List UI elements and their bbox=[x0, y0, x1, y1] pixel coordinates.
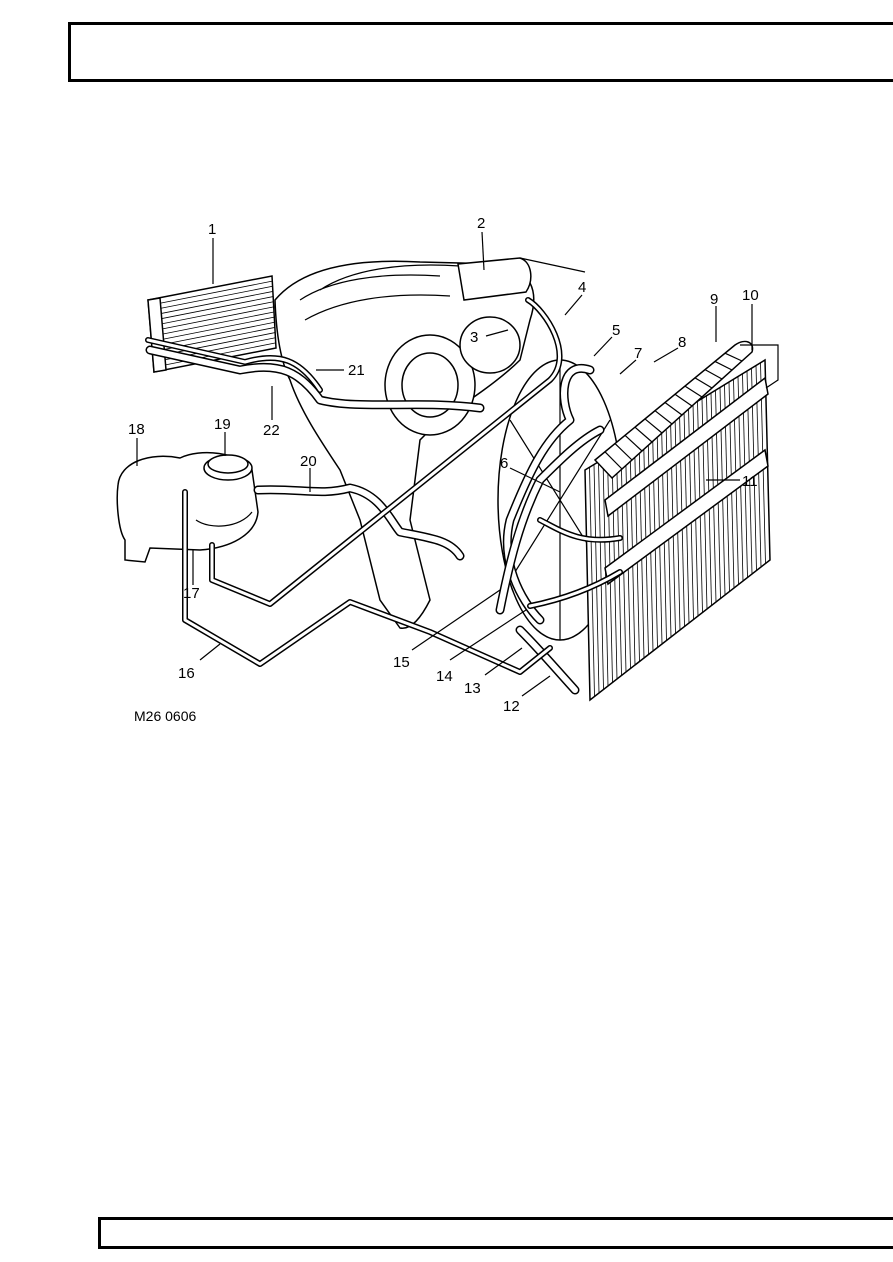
callout-22: 22 bbox=[263, 422, 280, 439]
radiator-top-tank bbox=[593, 340, 754, 480]
callout-10: 10 bbox=[742, 287, 759, 304]
pipes bbox=[145, 297, 623, 675]
callout-labels: 1 2 3 4 5 6 7 8 9 10 11 12 13 14 15 16 1… bbox=[128, 215, 759, 715]
callout-18: 18 bbox=[128, 421, 145, 438]
callout-9: 9 bbox=[710, 291, 718, 308]
leader-lines bbox=[136, 231, 753, 697]
callout-4: 4 bbox=[578, 279, 586, 296]
callout-17: 17 bbox=[183, 585, 200, 602]
callout-15: 15 bbox=[393, 654, 410, 671]
callout-14: 14 bbox=[436, 668, 453, 685]
cooler-bars bbox=[604, 344, 779, 586]
callout-13: 13 bbox=[464, 680, 481, 697]
callout-7: 7 bbox=[634, 345, 642, 362]
callout-12: 12 bbox=[503, 698, 520, 715]
hoses bbox=[145, 345, 605, 695]
callout-6: 6 bbox=[500, 455, 508, 472]
callout-21: 21 bbox=[348, 362, 365, 379]
callout-19: 19 bbox=[214, 416, 231, 433]
callout-1: 1 bbox=[208, 221, 216, 238]
callout-5: 5 bbox=[612, 322, 620, 339]
callout-3: 3 bbox=[470, 329, 478, 346]
callout-11: 11 bbox=[742, 473, 758, 490]
callout-16: 16 bbox=[178, 665, 195, 682]
page-header-box bbox=[68, 22, 893, 82]
callout-8: 8 bbox=[678, 334, 686, 351]
thermostat-housing bbox=[457, 257, 586, 301]
callout-2: 2 bbox=[477, 215, 485, 232]
callout-20: 20 bbox=[300, 453, 317, 470]
page-footer-box bbox=[98, 1217, 893, 1249]
engine-block bbox=[274, 260, 535, 629]
figure-id: M26 0606 bbox=[134, 708, 196, 724]
